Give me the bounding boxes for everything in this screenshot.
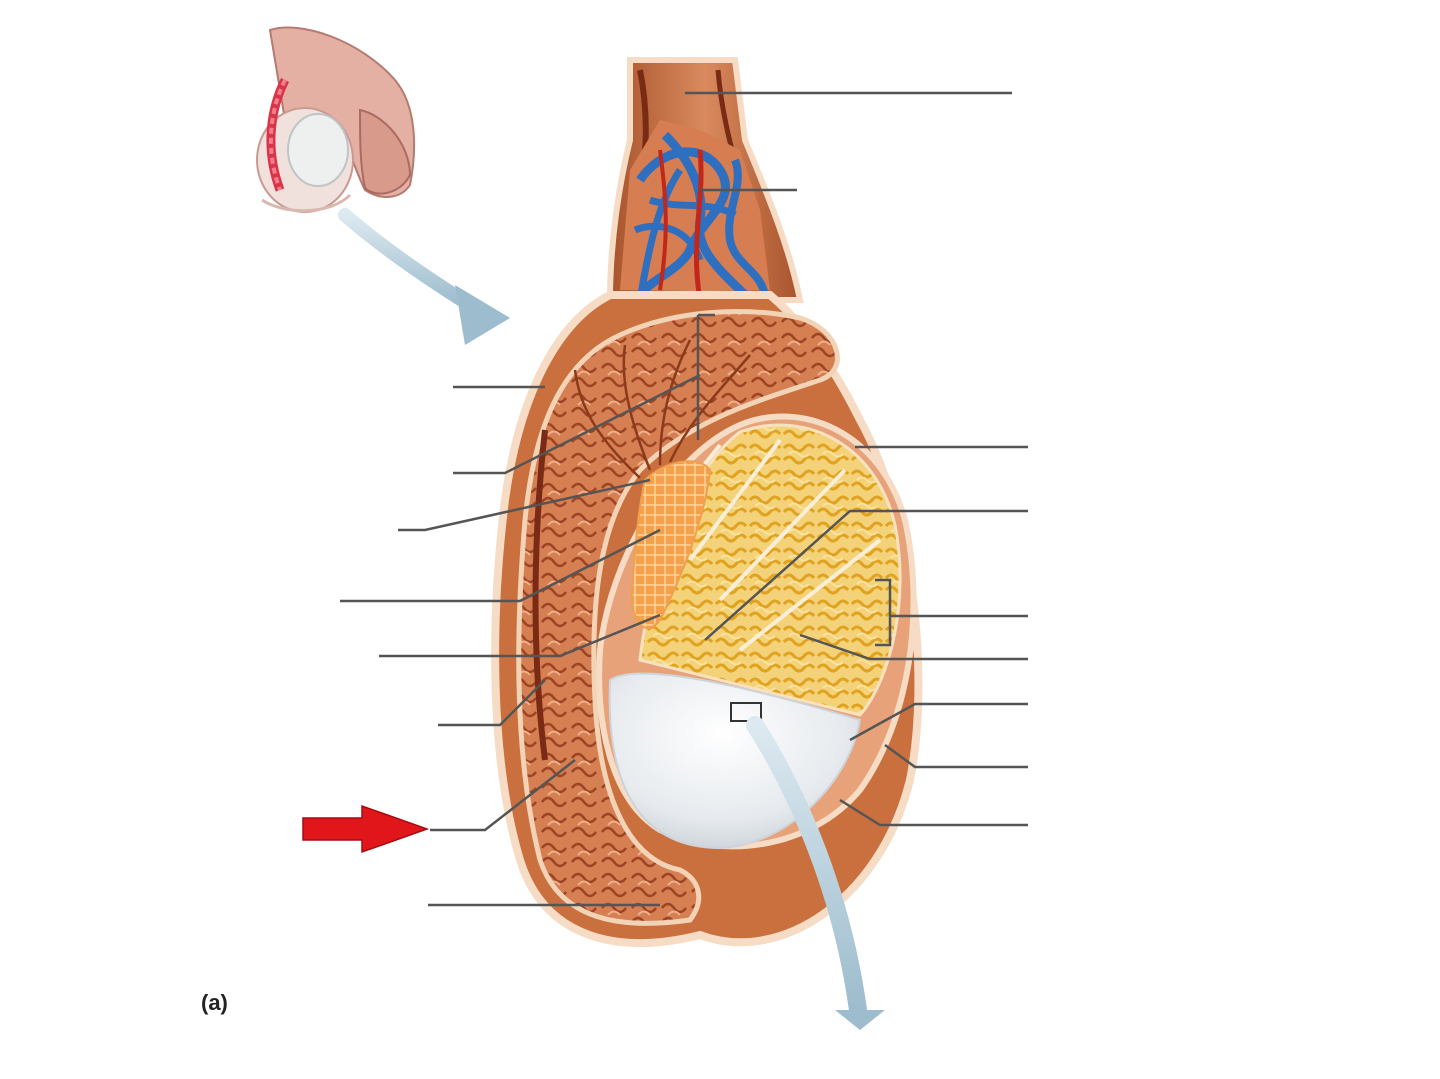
leader-line-16 [884, 743, 1028, 769]
leader-line-14 [799, 633, 1028, 661]
leader-line-6 [340, 528, 661, 603]
leader-line-9 [430, 759, 576, 832]
leader-line-5 [398, 478, 651, 532]
pointer-arrow-icon [302, 804, 430, 854]
rete-testis [630, 460, 712, 629]
detail-arrow-icon [746, 716, 885, 1030]
highlight-box [730, 702, 762, 722]
zoom-arrow-icon [338, 208, 510, 345]
bracket-septum [696, 313, 715, 440]
leader-line-17 [839, 798, 1028, 827]
panel-label: (a) [201, 990, 228, 1015]
leader-line-7 [379, 613, 661, 658]
leader-line-12 [704, 509, 1028, 641]
efferent-ductules [573, 339, 751, 479]
pampiniform-plexus [620, 120, 770, 301]
bracket-tubules [875, 578, 892, 647]
epididymis [516, 309, 840, 926]
leader-line-8 [438, 679, 546, 727]
leader-line-15 [849, 702, 1028, 742]
inset-view-icon [256, 26, 416, 213]
leader-line-4 [453, 373, 701, 475]
leader-lines [340, 91, 1028, 907]
